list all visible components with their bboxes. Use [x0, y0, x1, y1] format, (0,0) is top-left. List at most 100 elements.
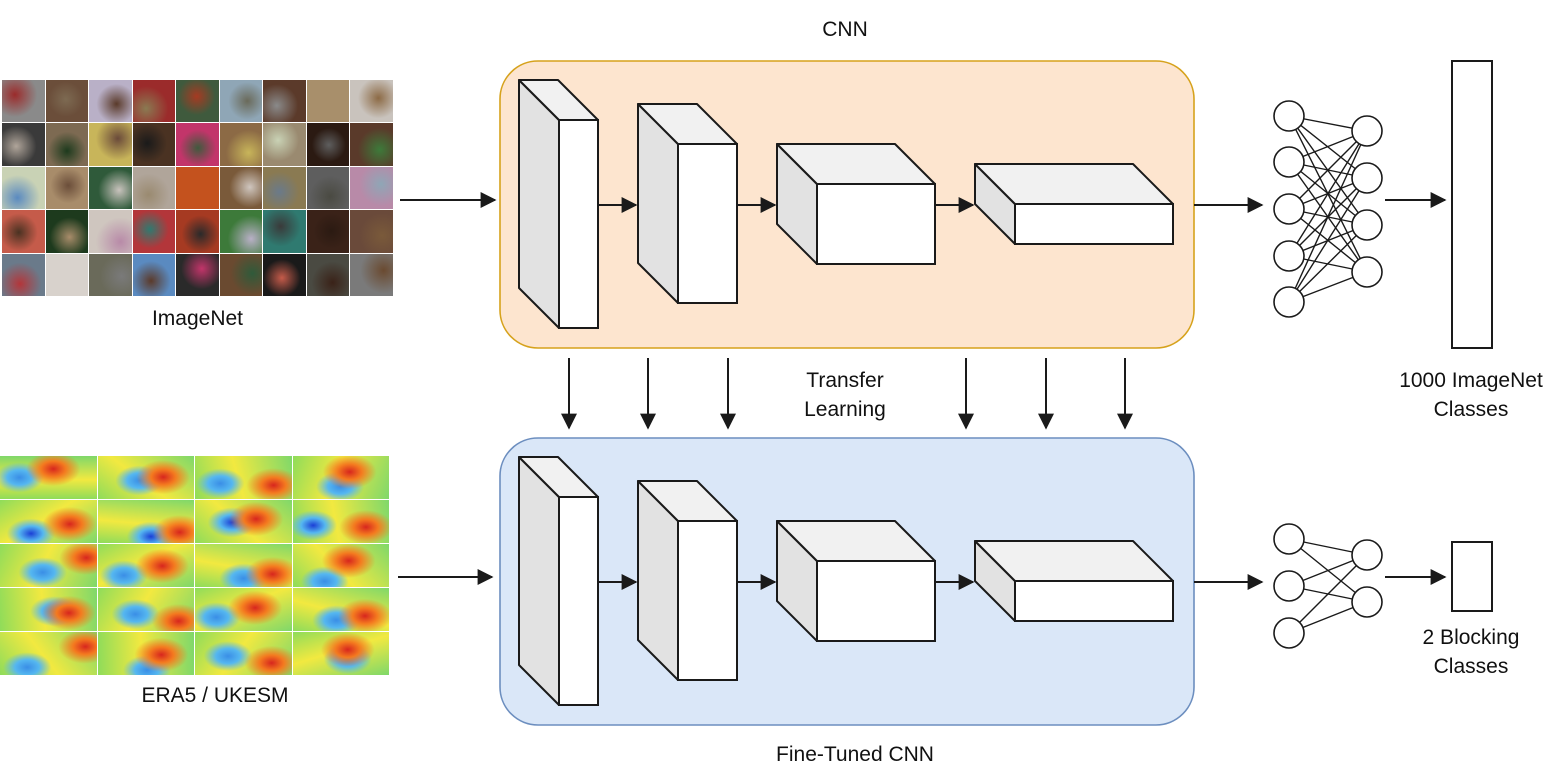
neuron: [1273, 240, 1305, 272]
era-map-tile: [0, 588, 97, 631]
imagenet-output-layer: [1451, 60, 1493, 349]
dense-connection: [1288, 177, 1368, 303]
conv-layer-block: [974, 163, 1174, 245]
dense-connection: [1288, 554, 1368, 634]
imagenet-thumbnail: [263, 80, 306, 123]
era-map-tile: [195, 544, 292, 587]
imagenet-thumbnail: [45, 166, 89, 210]
neuron: [1351, 256, 1383, 288]
era-map-tile: [0, 500, 97, 543]
imagenet-thumbnail: [263, 123, 306, 166]
era-map-tile: [292, 632, 389, 675]
cnn-layers: [518, 79, 1174, 329]
imagenet-thumbnail: [350, 123, 393, 166]
era5-ukesm-map-mosaic: [0, 456, 389, 675]
dense-connection: [1288, 130, 1368, 210]
layer-front-face: [677, 143, 738, 304]
layer-front-face: [558, 496, 599, 706]
imagenet-thumbnail: [306, 123, 350, 166]
imagenet-thumbnail: [219, 123, 263, 166]
neuron: [1273, 100, 1305, 132]
era-map-tile: [195, 500, 292, 543]
imagenet-thumbnail: [350, 253, 393, 296]
imagenet-thumbnail: [306, 80, 350, 123]
era-map-tile: [195, 456, 292, 499]
imagenet-thumbnail: [89, 210, 132, 253]
imagenet-thumbnail: [350, 80, 393, 123]
layer-front-face: [677, 520, 738, 681]
imagenet-thumbnail: [132, 253, 176, 296]
imagenet-thumbnail: [89, 166, 132, 210]
neuron: [1273, 146, 1305, 178]
transfer-learning-line2: Learning: [804, 398, 886, 421]
neuron: [1273, 570, 1305, 602]
layer-front-face: [1014, 203, 1174, 245]
conv-layer-block: [518, 456, 599, 706]
dense-network-imagenet: [1273, 100, 1383, 318]
imagenet-label: ImageNet: [151, 307, 244, 330]
blocking-classes-line2: Classes: [1433, 655, 1509, 678]
imagenet-thumbnail: [89, 80, 132, 123]
imagenet-thumbnail: [2, 253, 45, 296]
imagenet-thumbnail: [263, 253, 306, 296]
imagenet-thumbnail: [45, 123, 89, 166]
layer-front-face: [816, 183, 936, 265]
imagenet-thumbnail: [176, 166, 219, 210]
era-map-tile: [0, 632, 97, 675]
layer-side-face: [518, 79, 560, 329]
era-map-tile: [195, 632, 292, 675]
imagenet-thumbnail: [263, 210, 306, 253]
era-map-tile: [195, 588, 292, 631]
imagenet-thumbnail: [2, 166, 45, 210]
layer-side-face: [518, 456, 560, 706]
era-map-tile: [292, 588, 389, 631]
neuron: [1273, 523, 1305, 555]
cnn-title: CNN: [822, 18, 868, 41]
conv-layer-block: [776, 520, 936, 642]
imagenet-thumbnail: [89, 123, 132, 166]
layer-front-face: [1014, 580, 1174, 622]
era-label: ERA5 / UKESM: [141, 684, 289, 707]
dense-connection: [1288, 130, 1368, 303]
era-map-tile: [97, 544, 194, 587]
era-map-tile: [97, 500, 194, 543]
neuron: [1351, 539, 1383, 571]
neuron: [1351, 115, 1383, 147]
imagenet-thumbnail: [2, 80, 45, 123]
layer-front-face: [816, 560, 936, 642]
conv-layer-block: [974, 540, 1174, 622]
imagenet-image-mosaic: [2, 80, 393, 296]
imagenet-thumbnail: [132, 210, 176, 253]
imagenet-thumbnail: [219, 166, 263, 210]
imagenet-thumbnail: [306, 210, 350, 253]
conv-layer-block: [776, 143, 936, 265]
imagenet-thumbnail: [89, 253, 132, 296]
conv-layer-block: [637, 103, 738, 304]
imagenet-thumbnail: [306, 166, 350, 210]
imagenet-thumbnail: [176, 80, 219, 123]
neuron: [1351, 209, 1383, 241]
imagenet-thumbnail: [2, 210, 45, 253]
blocking-classes-line1: 2 Blocking: [1422, 626, 1520, 649]
era-map-tile: [292, 500, 389, 543]
era-map-tile: [97, 456, 194, 499]
layer-front-face: [558, 119, 599, 329]
era-map-tile: [0, 456, 97, 499]
blocking-classes-label: 2 Blocking Classes: [1390, 623, 1552, 681]
finetuned-cnn-layers: [518, 456, 1174, 706]
dense-connection: [1288, 130, 1368, 257]
imagenet-classes-label: 1000 ImageNet Classes: [1380, 366, 1560, 424]
era-map-tile: [97, 632, 194, 675]
finetuned-cnn-title: Fine-Tuned CNN: [776, 743, 934, 766]
imagenet-thumbnail: [219, 253, 263, 296]
era-map-tile: [0, 544, 97, 587]
imagenet-thumbnail: [219, 210, 263, 253]
imagenet-thumbnail: [132, 123, 176, 166]
conv-layer-block: [637, 480, 738, 681]
imagenet-thumbnail: [45, 80, 89, 123]
imagenet-thumbnail: [132, 80, 176, 123]
imagenet-thumbnail: [132, 166, 176, 210]
transfer-learning-line1: Transfer: [806, 369, 884, 392]
era-map-tile: [97, 588, 194, 631]
